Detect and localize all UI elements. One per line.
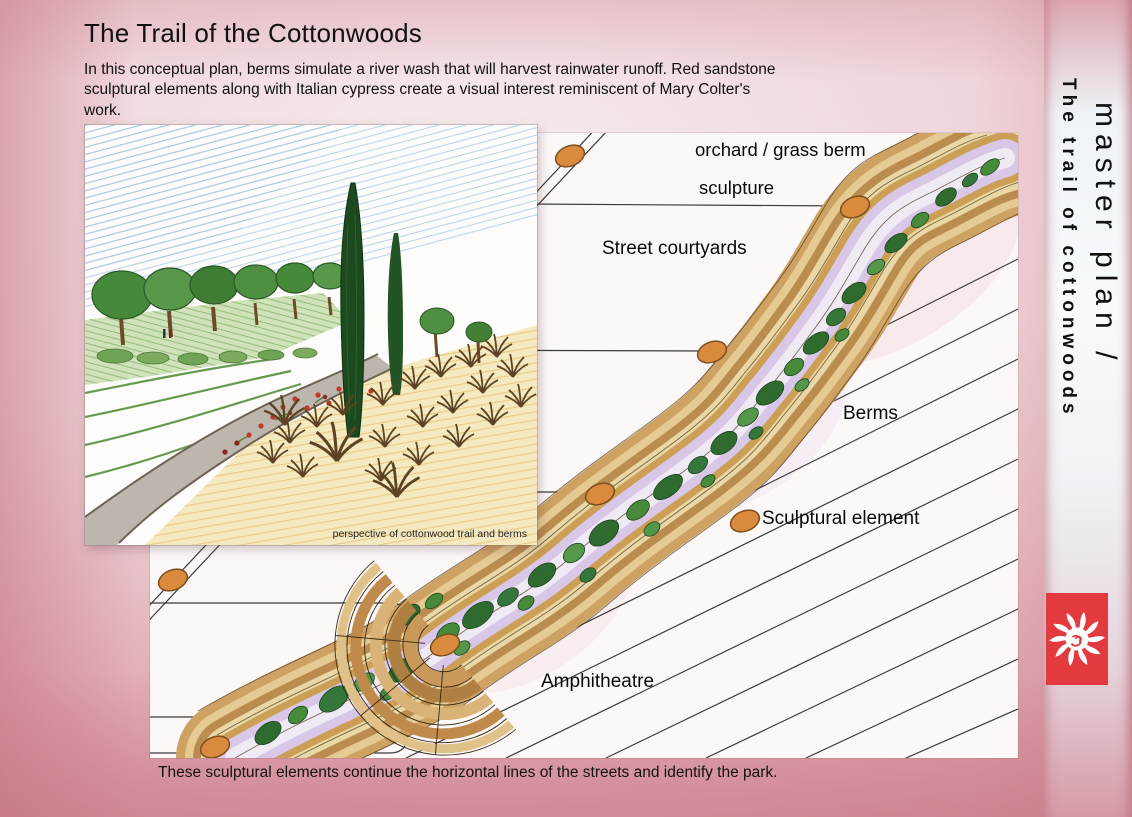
hedge-shrubs — [96, 347, 318, 366]
sketch-caption: perspective of cottonwood trail and berm… — [332, 528, 527, 540]
sun-logo-icon — [1046, 593, 1108, 685]
right-side-trees — [419, 307, 493, 364]
plan-label-berms: Berms — [843, 403, 898, 424]
sky-hatching — [85, 125, 537, 310]
amphitheatre-arcs — [334, 560, 516, 756]
sketch-illustration — [85, 125, 537, 545]
figure-silhouette — [163, 329, 166, 338]
perspective-sketch: perspective of cottonwood trail and berm… — [85, 125, 537, 545]
figure-silhouette — [169, 329, 172, 338]
sidebar: master plan / The trail of cottonwoods — [1044, 0, 1132, 817]
plan-label-amphitheatre: Amphitheatre — [541, 671, 655, 692]
sidebar-subtitle: The trail of cottonwoods — [1058, 78, 1079, 419]
plan-label-sculptural-element: Sculptural element — [762, 508, 920, 529]
sculpture-nodes — [157, 144, 871, 758]
sidebar-title: master plan / — [1089, 102, 1122, 367]
sun-swirl — [1070, 634, 1082, 647]
master-plan-drawing: orchard / grass berm sculpture Street co… — [150, 133, 1018, 758]
page-title: The Trail of the Cottonwoods — [84, 18, 423, 48]
plan-label-orchard-grass-berm: orchard / grass berm — [695, 139, 866, 160]
meadow-right — [145, 325, 537, 545]
cottonwood-tree-row — [91, 262, 348, 346]
plan-label-street-courtyards: Street courtyards — [602, 238, 747, 259]
plan-label-sculpture: sculpture — [699, 177, 775, 198]
sun-disc — [1065, 627, 1089, 651]
intro-text: In this conceptual plan, berms simulate … — [84, 61, 776, 119]
footer-caption: These sculptural elements continue the h… — [158, 764, 778, 781]
sun-rays — [1049, 612, 1105, 666]
sidebar-vertical-title: master plan / The trail of cottonwoods — [1057, 78, 1122, 419]
cypress-tree — [340, 182, 403, 438]
